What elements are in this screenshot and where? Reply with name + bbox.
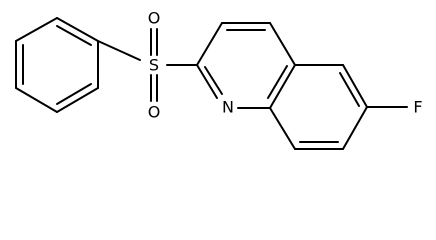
double-bond-inner bbox=[56, 25, 92, 46]
bond bbox=[342, 64, 368, 108]
bond bbox=[196, 64, 218, 99]
double-bond-inner bbox=[56, 83, 92, 105]
atom-label-nitrogen: N bbox=[222, 98, 234, 117]
benzo-ring bbox=[269, 64, 368, 150]
bond bbox=[15, 87, 58, 113]
atom-label-oxygen-bottom: O bbox=[148, 103, 161, 122]
bond bbox=[269, 22, 296, 66]
double-bond-inner bbox=[267, 65, 288, 99]
double-bond-inner bbox=[339, 72, 360, 107]
bond-ring-fusion bbox=[269, 64, 296, 109]
bond bbox=[15, 17, 58, 42]
pyridine-ring bbox=[196, 22, 296, 109]
bond bbox=[56, 17, 99, 42]
double-bond-inner bbox=[204, 66, 223, 95]
bond bbox=[342, 106, 368, 150]
phenyl-ring bbox=[15, 17, 99, 113]
bond bbox=[269, 107, 296, 150]
atom-label-oxygen-top: O bbox=[148, 9, 161, 28]
atom-label-fluorine: F bbox=[413, 98, 422, 117]
atom-label-sulfur: S bbox=[149, 56, 159, 75]
bond bbox=[56, 87, 99, 113]
bond-phenyl-s bbox=[97, 40, 141, 61]
bond bbox=[196, 22, 223, 66]
structure-diagram: S O O N F bbox=[15, 9, 423, 150]
